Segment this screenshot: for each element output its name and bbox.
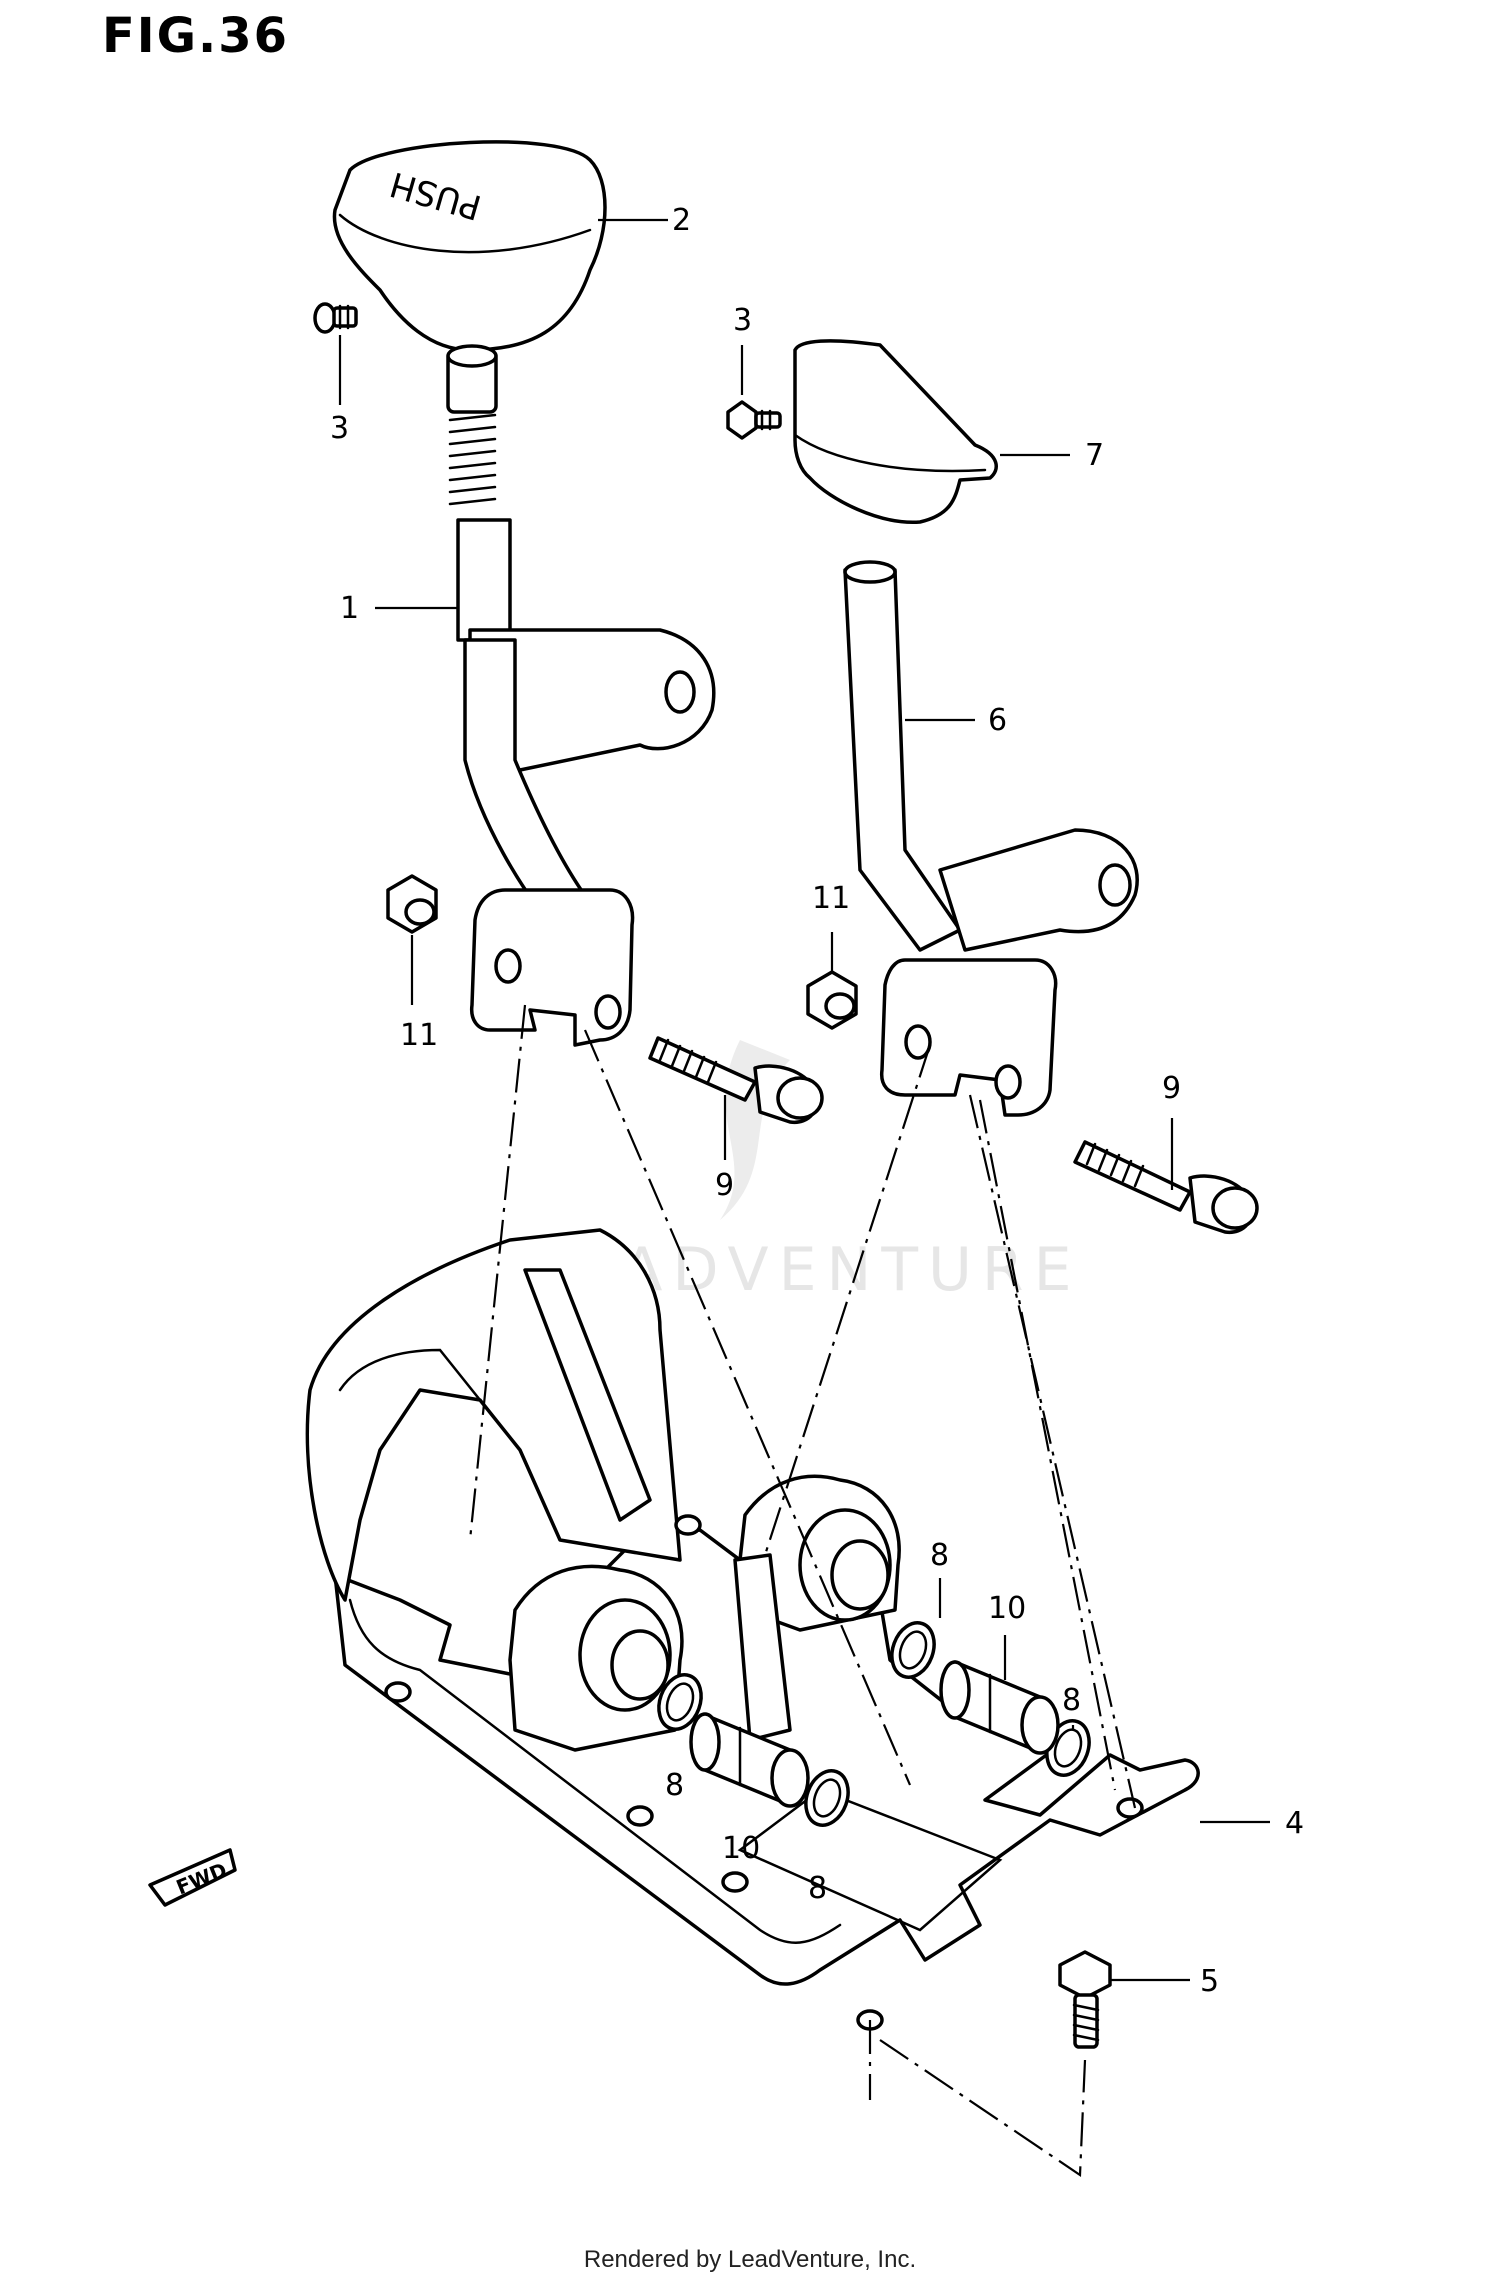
bushing-right[interactable]: [939, 1660, 1060, 1755]
callout-8-a: 8: [930, 1538, 949, 1573]
washer-2[interactable]: [799, 1765, 856, 1831]
callout-8-d: 8: [808, 1871, 827, 1906]
bushing-left[interactable]: [689, 1712, 810, 1808]
callout-9-left: 9: [715, 1168, 734, 1203]
callout-6: 6: [988, 703, 1007, 738]
callout-3-left: 3: [330, 411, 349, 446]
callout-4: 4: [1285, 1806, 1304, 1841]
screw-left[interactable]: [313, 302, 358, 334]
callout-labels: 2 3 3 7 1 6 11 11 9 9 8 10 8 8 10 8 4 5: [330, 203, 1304, 1999]
callout-10-left: 10: [722, 1831, 760, 1866]
washer-1[interactable]: [652, 1669, 709, 1735]
callout-2: 2: [672, 203, 691, 238]
callout-8-b: 8: [1062, 1683, 1081, 1718]
figure-title: FIG.36: [102, 8, 290, 64]
lever-cap[interactable]: [793, 339, 998, 524]
screw-right[interactable]: [726, 400, 782, 440]
shift-knob[interactable]: PUSH: [332, 140, 607, 352]
bolt-right[interactable]: [1073, 1140, 1259, 1234]
assembly-lines: [468, 1004, 1137, 2178]
callout-10-right: 10: [988, 1591, 1026, 1626]
nut-left[interactable]: [386, 874, 438, 934]
shift-lever-left[interactable]: [446, 344, 716, 1047]
nut-right[interactable]: [806, 970, 858, 1030]
shift-base-bracket[interactable]: [305, 1228, 1200, 2031]
bolt-left[interactable]: [648, 1036, 824, 1124]
shift-lever-right[interactable]: [843, 560, 1139, 1117]
washer-3[interactable]: [885, 1617, 942, 1683]
callout-5: 5: [1200, 1964, 1219, 1999]
callout-1: 1: [340, 591, 359, 626]
callout-11-right: 11: [812, 881, 850, 916]
callout-9-right: 9: [1162, 1071, 1181, 1106]
base-bolt[interactable]: [1058, 1950, 1112, 2049]
callout-8-c: 8: [665, 1768, 684, 1803]
callout-7: 7: [1085, 438, 1104, 473]
footer-credit: Rendered by LeadVenture, Inc.: [583, 2246, 917, 2273]
callout-11-left: 11: [400, 1018, 438, 1053]
leader-lines: [338, 218, 1270, 1982]
callout-3-right: 3: [733, 303, 752, 338]
front-direction-marker: FWD: [148, 1848, 237, 1907]
